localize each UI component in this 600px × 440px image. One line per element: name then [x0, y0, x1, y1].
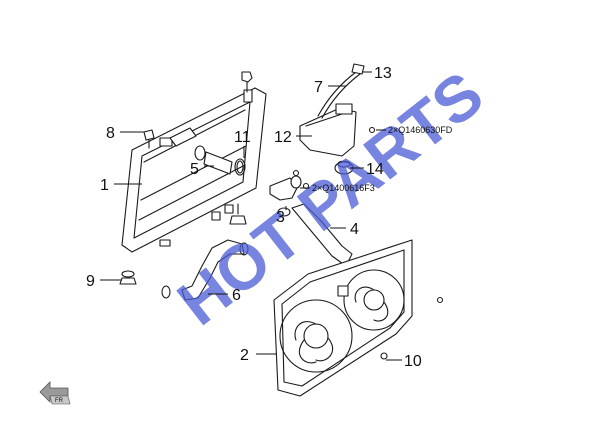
callout-13: 13 — [374, 65, 392, 82]
shroud-bolt-10 — [380, 296, 444, 360]
callout-10: 10 — [404, 353, 422, 370]
callout-2: 2 — [240, 347, 249, 364]
callout-4: 4 — [350, 221, 359, 238]
callout-14: 14 — [366, 161, 384, 178]
coolant-reservoir-12 — [299, 103, 357, 157]
callout-7: 7 — [314, 79, 323, 96]
leader-lines — [100, 71, 402, 361]
radiator-upper-outlet — [169, 127, 197, 147]
lower-mount-grommet-9 — [119, 270, 137, 285]
fan-shroud-2 — [273, 239, 413, 397]
reservoir-hose-7 — [317, 71, 361, 119]
note-reservoir-bolts: 2×Q1460630FD — [388, 125, 453, 135]
hose-clip-13 — [351, 63, 365, 75]
callout-11: 11 — [234, 129, 251, 146]
callout-5: 5 — [190, 161, 199, 178]
callout-12: 12 — [274, 129, 292, 146]
front-marker-label: FR — [55, 398, 64, 404]
callout-6: 6 — [232, 287, 241, 304]
callout-3: 3 — [276, 209, 285, 226]
radiator-top-bolt — [241, 71, 253, 93]
radiator-lower-bracket — [229, 203, 247, 225]
note-outlet-bolts: 2×Q1400616F3 — [312, 183, 375, 193]
callout-8: 8 — [106, 125, 115, 142]
front-arrow-icon — [39, 381, 71, 405]
hose-4 — [291, 203, 353, 267]
radiator — [121, 87, 267, 253]
lower-hose-6 — [161, 239, 249, 301]
radiator-cap-8 — [143, 129, 155, 149]
hose-clamp-11 — [234, 158, 246, 176]
upper-hose-5 — [194, 145, 233, 175]
callout-1: 1 — [100, 177, 109, 194]
water-outlet-3 — [269, 175, 302, 217]
callout-9: 9 — [86, 273, 95, 290]
